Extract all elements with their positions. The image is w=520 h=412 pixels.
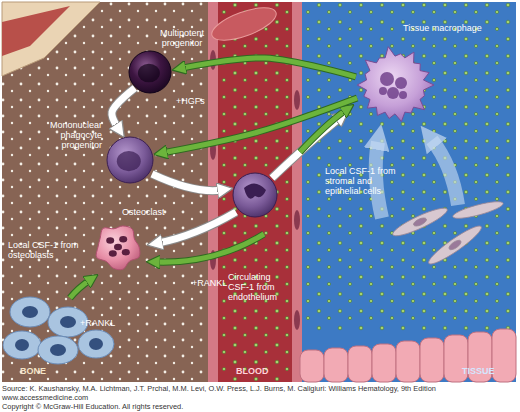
- cell-shape: [92, 221, 144, 273]
- csf-dots: [302, 2, 516, 332]
- cell-body: [129, 51, 171, 93]
- connector-outline: [163, 98, 357, 153]
- monocyte-nucleus: [244, 183, 266, 198]
- bone-marrow: [2, 6, 70, 56]
- arrow-outline: [300, 110, 346, 152]
- vessel-wall: [292, 2, 302, 382]
- text-label: Copyright © McGraw-Hill Education. All r…: [2, 403, 518, 411]
- edge-label: +HGFs: [176, 96, 205, 106]
- cell-label: Multipotent progenitor: [148, 28, 216, 48]
- signal-arrow: [300, 110, 346, 152]
- arrow-outline: [152, 174, 222, 191]
- differentiation-arrow: [158, 212, 236, 243]
- osteoblast-cluster: [3, 297, 114, 364]
- text-label: Local CSF-1 from osteoblasts: [8, 240, 83, 260]
- cell-granule: [380, 72, 394, 86]
- muscle-tissue: [208, 1, 280, 47]
- text-label: +RANKL: [80, 318, 140, 328]
- arrow-connector: [163, 98, 357, 153]
- endothelial-cell: [210, 140, 216, 160]
- text-label: Local CSF-1 from stromal and epithelial …: [325, 166, 397, 196]
- arrow-connector: [182, 58, 356, 77]
- endothelial-cell: [210, 50, 216, 70]
- signal-arrow: [156, 234, 264, 262]
- endothelial-cell: [294, 90, 300, 110]
- cell-nucleus: [138, 64, 160, 82]
- cell-shape: [355, 45, 435, 125]
- text-label: www.accessmedicine.com: [2, 394, 518, 402]
- csf-dots: [218, 2, 292, 382]
- monocyte: [233, 173, 277, 217]
- cell-nucleus: [119, 236, 127, 242]
- arrow-outline: [156, 234, 264, 262]
- bone-shaft: [2, 2, 100, 76]
- cell-body: [96, 226, 140, 270]
- text-label: BONE: [20, 366, 80, 376]
- cell-node: Tissue macrophage: [355, 45, 435, 125]
- cell-nucleus: [109, 250, 117, 256]
- connector-group: [163, 98, 357, 153]
- cell-granule: [395, 77, 407, 89]
- cell-body: [107, 137, 153, 183]
- csf-arrow: [432, 140, 458, 205]
- text-label: BLOOD: [236, 366, 296, 376]
- cell-shape: [128, 50, 172, 94]
- cell-granule: [387, 87, 399, 99]
- cell-node: Mononuclear phagocyte progenitor: [106, 136, 154, 184]
- text-label: Circulating CSF-1 from endothelium: [228, 272, 290, 302]
- cell-label: Tissue macrophage: [403, 23, 493, 33]
- cell-node: Multipotent progenitor: [128, 50, 172, 94]
- connector-group: [182, 58, 356, 77]
- arrow-outline: [70, 280, 90, 298]
- text-label: TISSUE: [462, 366, 520, 376]
- endothelial-cell: [294, 310, 300, 330]
- stromal-cells: [390, 198, 504, 268]
- arrow-outline: [158, 212, 236, 243]
- cell-granule: [379, 87, 387, 95]
- differentiation-arrow: [152, 174, 222, 191]
- connector-group: [112, 88, 135, 128]
- connector-outline: [112, 88, 135, 128]
- cell-node: Osteoclast: [92, 221, 144, 273]
- cell-granule: [399, 91, 407, 99]
- connector-outline: [182, 58, 356, 77]
- signal-arrow: [70, 280, 90, 298]
- text-label: Source: K. Kaushansky, M.A. Lichtman, J.…: [2, 385, 518, 393]
- csf-dots: [2, 2, 208, 382]
- tissue-panel: [302, 2, 516, 382]
- cell-body: [357, 47, 434, 122]
- arrow-connector: [112, 88, 135, 128]
- csf-arrow: [376, 142, 382, 218]
- cell-nucleus: [117, 151, 141, 171]
- bone-panel: [2, 2, 208, 382]
- endothelial-cell: [294, 210, 300, 230]
- cell-label: Mononuclear phagocyte progenitor: [44, 120, 102, 150]
- cell-label: Osteoclast: [122, 207, 182, 217]
- cell-nucleus: [106, 237, 114, 243]
- cell-nucleus: [114, 244, 122, 250]
- cell-shape: [106, 136, 154, 184]
- cell-nucleus: [122, 249, 130, 255]
